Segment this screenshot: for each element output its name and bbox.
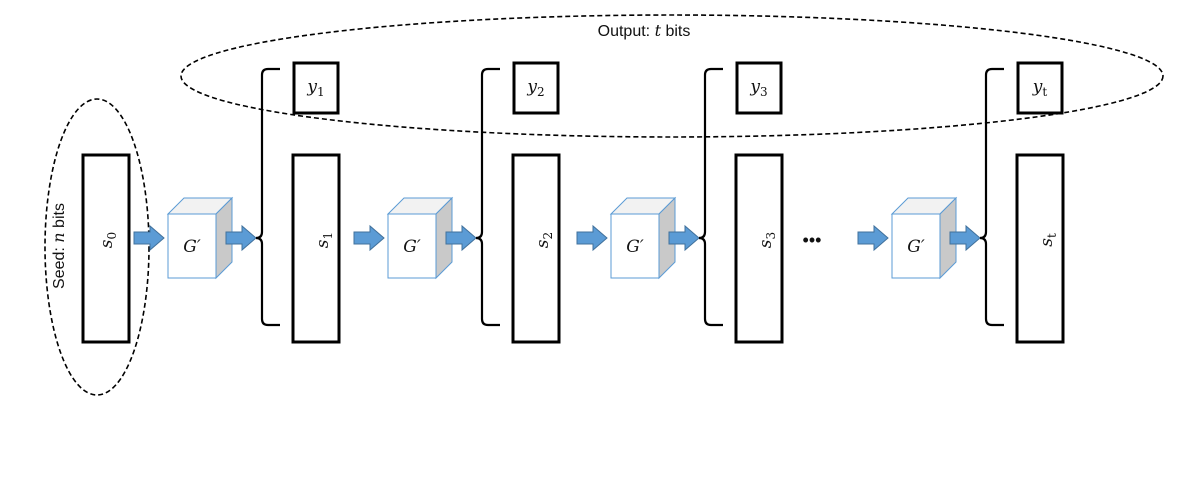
seed-ellipse [44, 98, 150, 396]
label-var: y [306, 77, 317, 97]
cube-front-face [167, 213, 217, 279]
label-subscript: 3 [764, 232, 778, 240]
state-block-label: s2 [533, 232, 555, 248]
arrow-out-2 [445, 224, 477, 252]
label-var: y [749, 77, 760, 97]
brace-3 [698, 67, 723, 327]
label-var: y [1032, 77, 1043, 97]
cube-front-face [387, 213, 437, 279]
output-label: Output: t bits [598, 21, 691, 40]
state-block-s4 [1015, 153, 1065, 344]
label-var: s [1037, 238, 1057, 247]
generator-label: G′ [403, 237, 421, 257]
output-box-y3 [735, 61, 783, 115]
output-box-y2 [512, 61, 560, 115]
generator-cube-2: G′ [386, 196, 454, 280]
output-box-label: y3 [749, 77, 767, 99]
label-subscript: 2 [537, 85, 545, 99]
label-subscript: 1 [321, 232, 335, 240]
output-box-label: y1 [306, 77, 324, 99]
cube-front-face [610, 213, 660, 279]
generator-label: G′ [626, 237, 644, 257]
ellipsis: ••• [803, 230, 822, 250]
generator-cube-3: G′ [609, 196, 677, 280]
state-block-s1 [291, 153, 341, 344]
brace-4 [979, 67, 1004, 327]
label-var: s [756, 239, 776, 248]
output-box-label: yt [1032, 77, 1048, 99]
state-block-label: st [1037, 233, 1059, 247]
output-box-y1 [292, 61, 340, 115]
state-block-s2 [511, 153, 561, 344]
state-block-label: s3 [756, 232, 778, 248]
label-var: y [526, 77, 537, 97]
generator-label: G′ [907, 237, 925, 257]
arrow-out-3 [668, 224, 700, 252]
arrow-in-1 [133, 224, 165, 252]
cube-front-face [891, 213, 941, 279]
label-subscript: 3 [760, 85, 768, 99]
output-box-y4 [1016, 61, 1064, 115]
arrow-out-4 [949, 224, 981, 252]
seed-label: Seed: n bits [49, 203, 68, 289]
seed-block-label: s0 [97, 232, 119, 248]
generator-label: G′ [183, 237, 201, 257]
label-var: s [313, 239, 333, 248]
label-subscript: 1 [317, 85, 325, 99]
state-block-label: s1 [313, 232, 335, 248]
state-block-s3 [734, 153, 784, 344]
brace-1 [255, 67, 280, 327]
label-var: s [533, 239, 553, 248]
arrow-in-2 [353, 224, 385, 252]
generator-cube-1: G′ [166, 196, 234, 280]
arrow-in-3 [576, 224, 608, 252]
output-box-label: y2 [526, 77, 544, 99]
seed-block-s0 [81, 153, 131, 344]
generator-cube-4: G′ [890, 196, 958, 280]
brace-2 [475, 67, 500, 327]
label-subscript: t [1042, 85, 1047, 99]
arrow-in-4 [857, 224, 889, 252]
label-subscript: t [1045, 233, 1059, 238]
arrow-out-1 [225, 224, 257, 252]
label-subscript: 2 [541, 232, 555, 240]
output-ellipse [180, 14, 1164, 138]
